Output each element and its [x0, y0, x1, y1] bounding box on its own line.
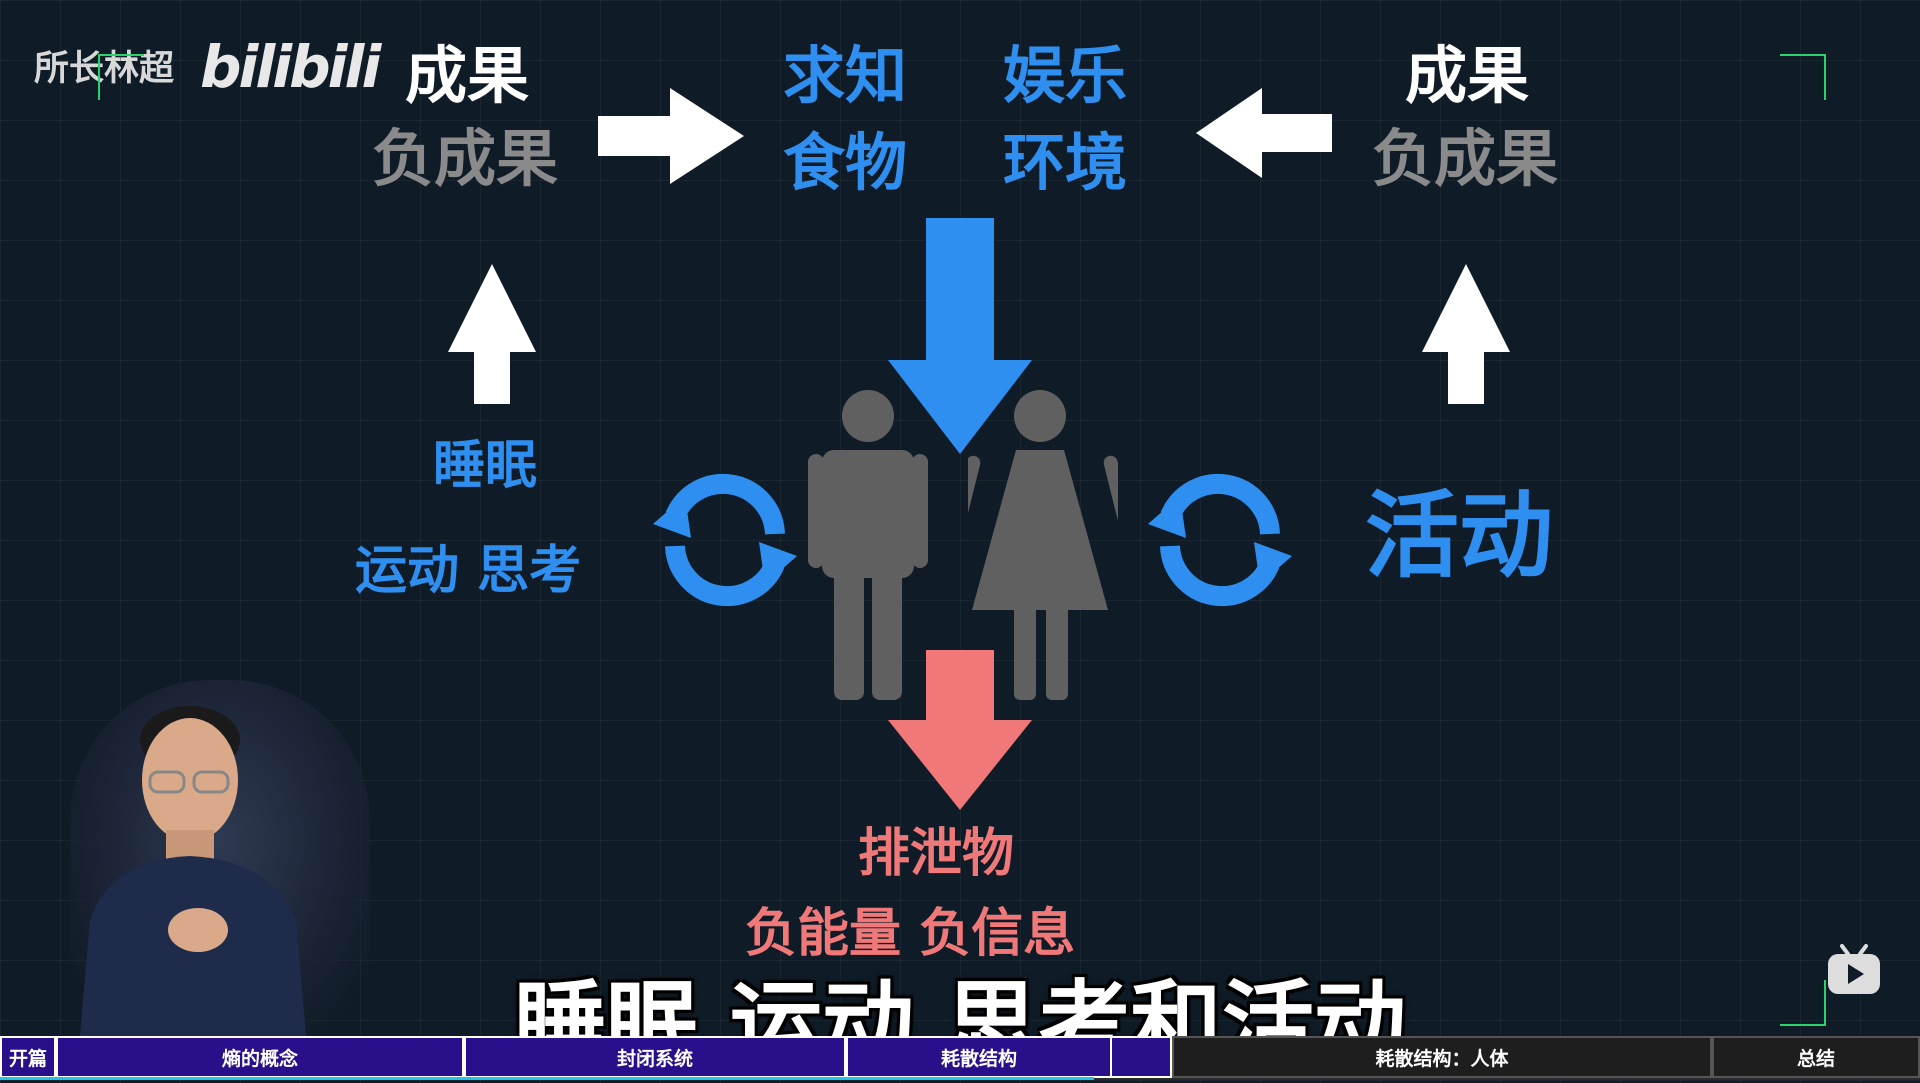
arrow-up-icon	[448, 264, 536, 404]
need-knowledge: 求知	[783, 39, 908, 112]
arrow-down-output-icon	[888, 650, 1032, 810]
bilibili-logo: bilibili	[200, 33, 381, 101]
channel-name: 所长林超	[34, 49, 175, 89]
arrow-up-right-icon	[1422, 264, 1510, 404]
left-result-label: 成果	[405, 39, 530, 112]
chapter-dissipative-human-body[interactable]: 耗散结构：人体	[1172, 1036, 1712, 1078]
sleep-label: 睡眠	[433, 436, 538, 496]
need-entertainment: 娱乐	[1003, 39, 1128, 112]
chapter-entropy-concept[interactable]: 熵的概念	[56, 1036, 464, 1078]
arrow-down-icon	[888, 218, 1032, 454]
exercise-think-label: 运动 思考	[355, 541, 582, 601]
activity-label: 活动	[1365, 482, 1554, 591]
right-negative-result-label: 负成果	[1372, 122, 1559, 195]
chapter-closed-system[interactable]: 封闭系统	[464, 1036, 846, 1078]
need-food: 食物	[783, 126, 908, 199]
excrement-label: 排泄物	[858, 824, 1015, 884]
chapter-progress-fill	[1112, 1036, 1172, 1078]
right-result-label: 成果	[1405, 39, 1530, 112]
playback-progress-bar[interactable]	[0, 1077, 1095, 1080]
arrow-right-icon	[598, 88, 744, 184]
woman-icon	[968, 390, 1118, 700]
chapter-dissipative-structure[interactable]: 耗散结构	[846, 1036, 1112, 1078]
frame-bracket-top-right	[1780, 54, 1826, 100]
left-negative-result-label: 负成果	[372, 122, 559, 195]
need-environment: 环境	[1003, 126, 1128, 199]
tv-logo-icon	[1828, 944, 1880, 994]
arrow-left-icon	[1196, 88, 1332, 178]
chapter-intro[interactable]: 开篇	[0, 1036, 56, 1078]
presenter-silhouette	[80, 706, 306, 1036]
chapter-summary[interactable]: 总结	[1712, 1036, 1920, 1078]
negative-energy-info-label: 负能量 负信息	[745, 904, 1076, 964]
man-icon	[808, 390, 928, 700]
frame-bracket-bottom-right	[1780, 980, 1826, 1026]
cycle-right-icon	[1148, 473, 1292, 607]
presenter-video	[70, 680, 370, 1036]
cycle-icon	[653, 473, 797, 607]
frame-bracket-top-left	[98, 54, 144, 100]
